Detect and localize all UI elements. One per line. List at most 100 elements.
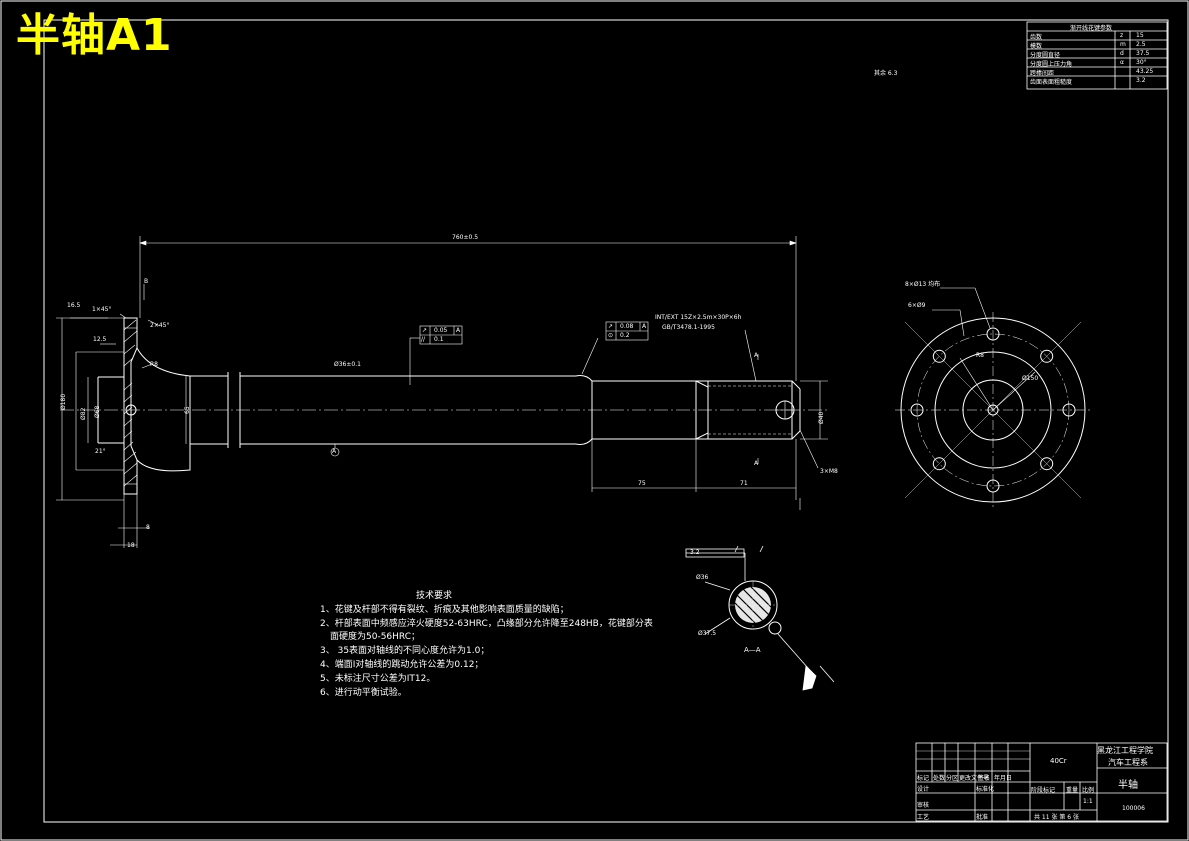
tol2-value2: 0.2 bbox=[620, 332, 630, 339]
roughness-note: 其余 6.3 bbox=[874, 70, 898, 77]
tol2-value: 0.08 bbox=[620, 323, 634, 330]
tech-req-item: 5、未标注尺寸公差为IT12。 bbox=[320, 673, 436, 684]
tb-process: 工艺 bbox=[917, 814, 930, 821]
bolt-hole bbox=[1040, 457, 1054, 471]
flange-outline bbox=[123, 317, 138, 495]
dim-65: 65 bbox=[184, 406, 191, 414]
section-d1: Ø36 bbox=[696, 574, 709, 581]
bolt-hole bbox=[932, 457, 946, 471]
dim-68: Ø68 bbox=[94, 405, 101, 418]
tol1-datum: A bbox=[456, 327, 461, 334]
section-mark-top: A bbox=[754, 352, 759, 359]
title-drawing-no: 100006 bbox=[1122, 805, 1145, 812]
dim-flange-total: 18 bbox=[127, 542, 135, 549]
flange-bolt-holes bbox=[910, 327, 1076, 493]
dimension-lines bbox=[56, 236, 828, 548]
gear-row-symbol: m bbox=[1120, 41, 1126, 48]
tol1-symbol: ↗ bbox=[422, 327, 428, 334]
tb-sheet: 共 11 张 第 6 张 bbox=[1034, 814, 1079, 821]
gear-table-title: 渐开线花键参数 bbox=[1070, 25, 1113, 32]
title-dept: 汽车工程系 bbox=[1108, 758, 1148, 767]
tol1-symbol2: // bbox=[421, 336, 426, 343]
spline-callout-2: GB/T3478.1-1995 bbox=[662, 324, 715, 331]
dim-flange-thk: 8 bbox=[146, 524, 150, 531]
dim-shaft-end: Ø40 bbox=[818, 411, 825, 424]
dim-3x45-r: 3×M8 bbox=[820, 468, 838, 475]
title-block bbox=[915, 742, 1168, 822]
shaft-front-view bbox=[60, 317, 830, 495]
tech-req-item: 3、 35表面对轴线的不同心度允许为1.0； bbox=[320, 646, 490, 657]
tol1-value2: 0.1 bbox=[434, 336, 444, 343]
dim-overall-length: 760±0.5 bbox=[452, 234, 479, 241]
gear-parameter-table bbox=[1026, 21, 1168, 90]
gear-row-name: 齿数 bbox=[1030, 34, 1043, 41]
tol2-symbol: ↗ bbox=[608, 323, 614, 330]
title-part-name: 半轴 bbox=[1118, 780, 1138, 791]
dim-r8: R8 bbox=[150, 361, 158, 368]
gear-row-name: 齿面表面粗糙度 bbox=[1030, 79, 1073, 86]
bolt-hole bbox=[910, 403, 924, 417]
gear-row-symbol: z bbox=[1120, 32, 1124, 39]
dim-ref-b: B bbox=[144, 278, 149, 285]
dim-flange-od: Ø180 bbox=[60, 393, 67, 410]
dim-71: 71 bbox=[740, 480, 748, 487]
bolt-hole bbox=[1062, 403, 1076, 417]
gear-row-value: 15 bbox=[1136, 32, 1144, 39]
tol2-datum: A bbox=[642, 323, 647, 330]
tb-stage-header: 重量 bbox=[1066, 787, 1079, 794]
inner-border bbox=[43, 19, 1169, 823]
tb-header: 年月日 bbox=[994, 775, 1013, 782]
dim-75: 75 bbox=[638, 480, 646, 487]
gear-row-symbol: α bbox=[1120, 59, 1124, 66]
tb-header: 分区 bbox=[946, 775, 959, 782]
flange-hub bbox=[136, 347, 191, 472]
bolt-hole bbox=[986, 479, 1000, 493]
gear-row-symbol: d bbox=[1120, 50, 1124, 57]
tech-req-item: 面硬度为50-56HRC； bbox=[330, 632, 421, 643]
gear-row-value: 37.5 bbox=[1136, 50, 1150, 57]
dim-shaft-dia: Ø36±0.1 bbox=[334, 361, 361, 368]
bolt-hole bbox=[1040, 349, 1054, 363]
tol1-value: 0.05 bbox=[434, 327, 448, 334]
gear-row-value: 30° bbox=[1136, 59, 1147, 66]
technical-requirements: 技术要求 1、花键及杆部不得有裂纹、折痕及其他影响表面质量的缺陷； 2、杆部表面… bbox=[320, 590, 653, 700]
tb-standard: 标准化 bbox=[976, 786, 995, 793]
flange-side-view bbox=[895, 287, 1091, 508]
gear-row-name: 分度圆上压力角 bbox=[1030, 61, 1073, 68]
tb-header: 签名 bbox=[978, 775, 991, 782]
tolerance-frame-1 bbox=[419, 325, 463, 345]
gear-row-value: 3.2 bbox=[1136, 77, 1146, 84]
section-label: A—A bbox=[744, 646, 761, 654]
tb-design: 设计 bbox=[917, 786, 930, 793]
gear-row-name: 模数 bbox=[1030, 43, 1043, 50]
gear-row-name: 分度圆直径 bbox=[1030, 52, 1061, 59]
spline-callout-1: INT/EXT 15Z×2.5m×30P×6h bbox=[655, 314, 742, 321]
gear-row-name: 跨棒间距 bbox=[1030, 70, 1055, 77]
gear-row-value: 43.25 bbox=[1136, 68, 1154, 75]
tech-req-title: 技术要求 bbox=[416, 591, 453, 601]
tb-stage-header: 阶段标记 bbox=[1031, 787, 1056, 794]
tb-review: 审核 bbox=[917, 802, 930, 809]
section-mark-bottom: A bbox=[754, 460, 759, 467]
dim-1x45: 1×45° bbox=[92, 306, 112, 313]
dim-16-5: 16.5 bbox=[67, 302, 81, 309]
title-school: 黑龙江工程学院 bbox=[1097, 746, 1153, 755]
tb-approve: 批准 bbox=[976, 814, 989, 821]
tol2-symbol2: ⊙ bbox=[608, 332, 614, 339]
title-material: 40Cr bbox=[1050, 757, 1067, 765]
dim-12-5: 12.5 bbox=[93, 336, 107, 343]
dim-pcd: Ø150 bbox=[1022, 375, 1039, 382]
dim-2x45: 2×45° bbox=[150, 322, 170, 329]
dim-82: Ø82 bbox=[80, 407, 87, 420]
tolerance-frame-2 bbox=[605, 321, 649, 341]
tb-stage-header: 比例 bbox=[1082, 787, 1095, 794]
drawing-title: 半轴A1 bbox=[16, 10, 173, 61]
section-view bbox=[685, 545, 835, 691]
dim-6x: 6×Ø9 bbox=[908, 302, 926, 309]
tb-scale: 1:1 bbox=[1083, 798, 1093, 805]
tb-header: 更改文件号 bbox=[959, 775, 990, 782]
gear-row-value: 2.5 bbox=[1136, 41, 1146, 48]
